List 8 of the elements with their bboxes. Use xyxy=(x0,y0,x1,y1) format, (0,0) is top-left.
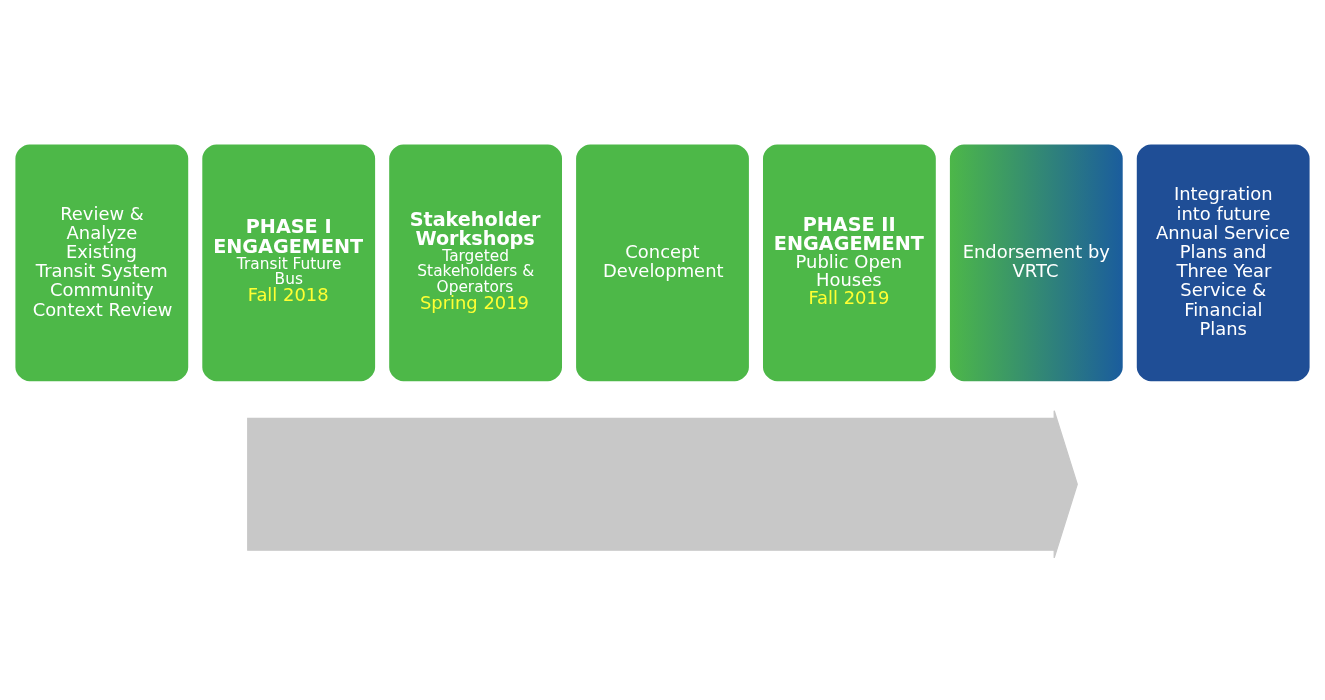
node-arrow xyxy=(247,409,1078,558)
node-box: Integration into future Annual Service Plans and Three Year Service & Financial Plans xyxy=(1134,141,1313,384)
node-box: Endorsement by VRTC xyxy=(947,141,1126,384)
node-box: Review & Analyze Existing Transit System Community Context Review xyxy=(12,141,191,384)
node-box: PHASE II ENGAGEMENT Public Open Houses Fall 2019 xyxy=(760,141,939,384)
node-box: PHASE I ENGAGEMENT Transit Future Bus Fall 2018 xyxy=(199,141,378,384)
node-box: Concept Development xyxy=(573,141,752,384)
node-box: Stakeholder Workshops Targeted Stakeholders & Operators Spring 2019 xyxy=(386,141,565,384)
